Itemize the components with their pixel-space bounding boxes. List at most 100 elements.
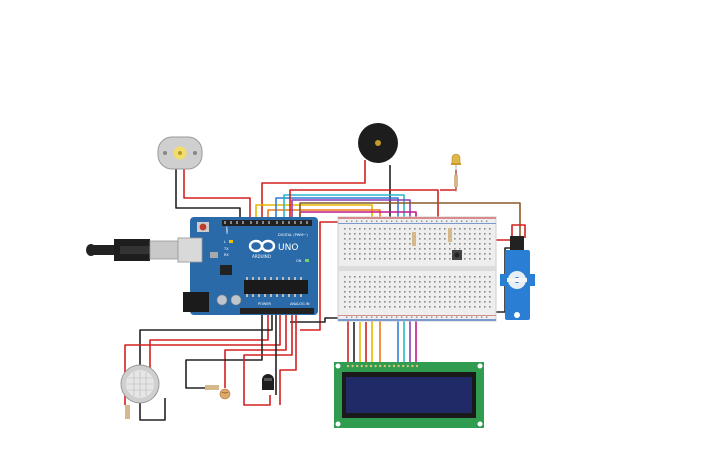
breadboard-hole	[404, 291, 406, 293]
breadboard-hole	[449, 248, 451, 250]
breadboard-hole	[474, 243, 476, 245]
usb-cable[interactable]	[86, 237, 199, 263]
aref-label: AREF	[225, 226, 229, 234]
breadboard-hole	[364, 291, 366, 293]
breadboard-hole	[394, 233, 396, 235]
micro-servo[interactable]	[500, 236, 535, 320]
breadboard-hole	[489, 306, 491, 308]
breadboard-hole	[354, 306, 356, 308]
wire-ldr-red	[224, 314, 287, 388]
wire-tmp-red2	[279, 314, 297, 405]
breadboard-hole	[479, 286, 481, 288]
breadboard-hole	[379, 233, 381, 235]
breadboard-hole	[389, 291, 391, 293]
breadboard-hole	[359, 286, 361, 288]
photoresistor[interactable]	[205, 385, 231, 400]
breadboard-hole	[489, 248, 491, 250]
breadboard-hole	[369, 286, 371, 288]
breadboard-hole	[399, 248, 401, 250]
breadboard-rail-hole	[351, 316, 353, 318]
breadboard-hole	[469, 248, 471, 250]
breadboard-hole	[439, 248, 441, 250]
breadboard-hole	[364, 258, 366, 260]
breadboard-hole	[389, 286, 391, 288]
lcd-screen	[346, 377, 472, 413]
breadboard-hole	[469, 276, 471, 278]
lcd-pin	[411, 364, 414, 368]
breadboard-hole	[389, 306, 391, 308]
breadboard-hole	[359, 276, 361, 278]
breadboard-rail-hole	[456, 220, 458, 222]
lcd-pin	[346, 364, 350, 368]
breadboard-hole	[474, 253, 476, 255]
breadboard-hole	[414, 276, 416, 278]
breadboard-hole	[349, 248, 351, 250]
lcd-pin	[360, 364, 363, 368]
breadboard-hole	[464, 238, 466, 240]
breadboard-hole	[399, 291, 401, 293]
breadboard-hole	[384, 243, 386, 245]
breadboard-hole	[484, 276, 486, 278]
arduino-uno[interactable]: DIGITAL (PWM~) AREF L TX RX UNO ARDUINO …	[177, 217, 318, 315]
breadboard-hole	[489, 228, 491, 230]
breadboard-hole	[459, 243, 461, 245]
breadboard-hole	[459, 276, 461, 278]
breadboard-hole	[434, 243, 436, 245]
breadboard-hole	[374, 253, 376, 255]
breadboard-rail-hole	[391, 316, 393, 318]
breadboard-hole	[444, 301, 446, 303]
breadboard-hole	[449, 306, 451, 308]
breadboard-hole	[419, 238, 421, 240]
breadboard-hole	[484, 291, 486, 293]
gas-sensor[interactable]	[120, 364, 160, 419]
breadboard-hole	[379, 253, 381, 255]
breadboard-hole	[374, 281, 376, 283]
breadboard-hole	[374, 301, 376, 303]
breadboard-rail-hole	[486, 316, 488, 318]
breadboard-hole	[479, 291, 481, 293]
breadboard-hole	[449, 291, 451, 293]
on-led	[305, 259, 309, 262]
breadboard-hole	[404, 228, 406, 230]
breadboard-hole	[479, 301, 481, 303]
breadboard-hole	[399, 296, 401, 298]
breadboard-hole	[424, 296, 426, 298]
reset-button[interactable]	[199, 223, 207, 231]
lcd-pin	[397, 364, 400, 368]
breadboard-hole	[479, 296, 481, 298]
breadboard[interactable]	[337, 216, 497, 322]
breadboard-hole	[469, 233, 471, 235]
breadboard-hole	[484, 286, 486, 288]
breadboard-hole	[364, 228, 366, 230]
breadboard-hole	[349, 296, 351, 298]
breadboard-hole	[459, 228, 461, 230]
piezo-buzzer[interactable]	[358, 123, 398, 163]
breadboard-hole	[389, 296, 391, 298]
breadboard-hole	[344, 306, 346, 308]
breadboard-hole	[444, 243, 446, 245]
breadboard-hole	[484, 301, 486, 303]
led[interactable]	[451, 153, 461, 192]
breadboard-rail-hole	[386, 316, 388, 318]
gas-sensor-resistor	[125, 405, 130, 419]
breadboard-hole	[394, 258, 396, 260]
digital-header-label: DIGITAL (PWM~)	[278, 233, 308, 237]
breadboard-rail-hole	[401, 220, 403, 222]
breadboard-hole	[469, 228, 471, 230]
breadboard-hole	[389, 243, 391, 245]
breadboard-hole	[394, 253, 396, 255]
breadboard-hole	[474, 301, 476, 303]
breadboard-hole	[449, 281, 451, 283]
breadboard-hole	[409, 243, 411, 245]
breadboard-hole	[479, 253, 481, 255]
temperature-sensor[interactable]	[262, 374, 274, 390]
breadboard-hole	[464, 306, 466, 308]
breadboard-hole	[359, 301, 361, 303]
lcd-16x2[interactable]	[334, 362, 484, 428]
breadboard-hole	[429, 281, 431, 283]
breadboard-hole	[394, 291, 396, 293]
breadboard-rail-hole	[456, 316, 458, 318]
dc-motor[interactable]	[157, 136, 203, 170]
breadboard-hole	[349, 238, 351, 240]
breadboard-hole	[349, 233, 351, 235]
